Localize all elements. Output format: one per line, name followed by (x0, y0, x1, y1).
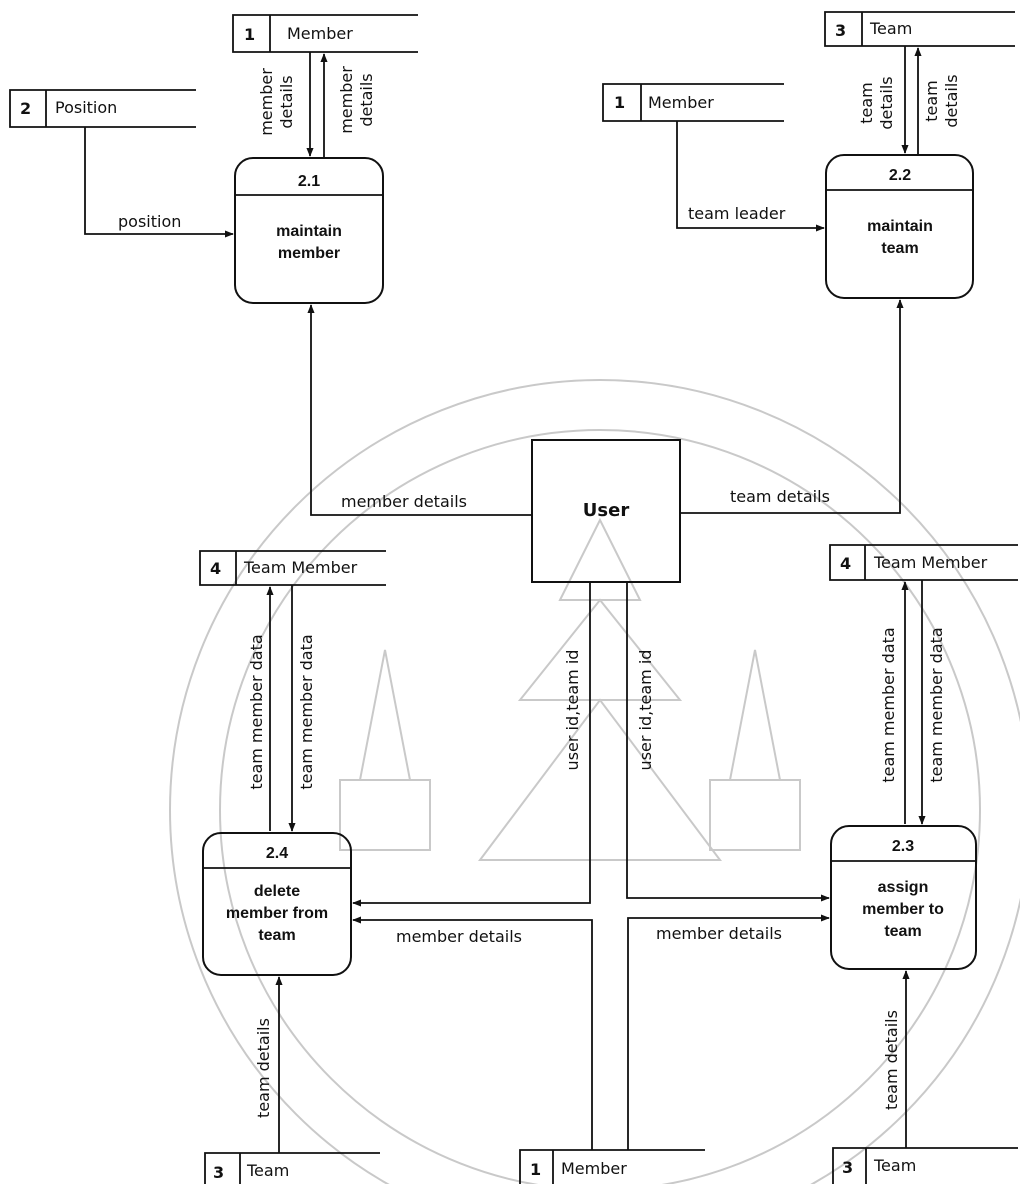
process-name-line2: member from (226, 905, 328, 922)
flow-team-to-2-4: team details (254, 976, 283, 1153)
store-id: 1 (530, 1160, 541, 1179)
flow-label: team member data (879, 627, 898, 782)
flow-2-2-to-team: team details (914, 47, 961, 154)
flow-label: team details (730, 487, 830, 506)
flow-2-3-to-team-member: team member data (879, 581, 909, 824)
flow-member-to-2-2: team leader (676, 121, 825, 232)
flow-label: team member data (297, 634, 316, 789)
flow-label: member details (396, 927, 522, 946)
flow-label: details (877, 76, 896, 129)
flow-label: member (337, 66, 356, 134)
process-name-line2: member (278, 245, 340, 262)
flow-label: team member data (247, 634, 266, 789)
process-2-4: 2.4 delete member from team (202, 832, 352, 976)
flow-member-to-2-3: member details (627, 914, 830, 1150)
store-id: 4 (840, 554, 851, 573)
store-name: Team (873, 1156, 916, 1175)
process-name-line2: member to (862, 901, 944, 918)
store-name: Team (246, 1161, 289, 1180)
store-id: 3 (213, 1163, 224, 1182)
flow-team-member-to-2-3: team member data (918, 580, 946, 825)
flow-label: member details (656, 924, 782, 943)
flow-user-to-2-3: user id,team id (626, 582, 830, 902)
process-name-line3: team (884, 923, 921, 940)
store-name: Team (869, 19, 912, 38)
data-store-team-bottom-left: 3 Team (204, 1152, 380, 1184)
flow-team-member-to-2-4: team member data (288, 585, 316, 832)
process-name-line1: maintain (276, 223, 342, 240)
data-store-position: 2 Position (9, 89, 196, 128)
process-id: 2.3 (892, 838, 914, 855)
entity-name: User (583, 500, 630, 521)
flow-label: team member data (927, 627, 946, 782)
process-name-line1: assign (878, 879, 929, 896)
store-id: 3 (835, 21, 846, 40)
store-id: 4 (210, 559, 221, 578)
flow-label: team details (254, 1018, 273, 1118)
data-store-team-top: 3 Team (824, 11, 1015, 47)
flow-2-4-to-team-member: team member data (247, 586, 274, 831)
flow-team-to-2-2: team details (857, 46, 909, 154)
flow-label: member (257, 68, 276, 136)
flow-member-to-2-1: member details (257, 52, 314, 157)
process-name-line1: delete (254, 883, 300, 900)
flow-member-to-2-4: member details (352, 916, 593, 1150)
store-name: Team Member (873, 553, 988, 572)
data-store-member-top: 1 Member (232, 14, 418, 53)
data-store-team-bottom-right: 3 Team (832, 1147, 1018, 1184)
flow-label: team (857, 82, 876, 124)
flow-user-to-2-2: team details (680, 299, 904, 514)
flow-label: team leader (688, 204, 786, 223)
flow-label: user id,team id (563, 650, 582, 771)
flow-team-to-2-3: team details (882, 970, 910, 1148)
store-id: 1 (244, 25, 255, 44)
store-name: Team Member (243, 558, 358, 577)
flow-label: details (277, 75, 296, 128)
watermark-seal (169, 379, 1020, 1188)
process-2-1: 2.1 maintain member (234, 157, 384, 304)
store-id: 1 (614, 93, 625, 112)
flow-label: details (357, 73, 376, 126)
process-name-line3: team (258, 927, 295, 944)
flow-label: details (942, 74, 961, 127)
store-id: 2 (20, 99, 31, 118)
flow-2-1-to-member: member details (320, 53, 376, 157)
external-entity-user: User (531, 439, 681, 583)
store-name: Member (561, 1159, 627, 1178)
flow-label: position (118, 212, 181, 231)
process-2-2: 2.2 maintain team (825, 154, 974, 299)
flow-label: member details (341, 492, 467, 511)
flow-user-to-2-4: user id,team id (352, 582, 591, 907)
data-store-member-mid: 1 Member (602, 83, 784, 122)
process-name-line2: team (881, 240, 918, 257)
store-name: Position (55, 98, 117, 117)
process-id: 2.4 (266, 845, 288, 862)
store-name: Member (648, 93, 714, 112)
flow-position-to-2-1: position (84, 127, 234, 238)
process-id: 2.2 (889, 167, 911, 184)
data-store-team-member-left: 4 Team Member (199, 550, 386, 586)
process-id: 2.1 (298, 173, 320, 190)
store-id: 3 (842, 1158, 853, 1177)
flow-user-to-2-1: member details (307, 304, 532, 516)
process-name-line1: maintain (867, 218, 933, 235)
flow-label: user id,team id (636, 650, 655, 771)
flow-label: team details (882, 1010, 901, 1110)
store-name: Member (287, 24, 353, 43)
flow-label: team (922, 80, 941, 122)
data-store-member-bottom: 1 Member (519, 1149, 705, 1184)
process-2-3: 2.3 assign member to team (830, 825, 977, 970)
data-store-team-member-right: 4 Team Member (829, 544, 1018, 581)
